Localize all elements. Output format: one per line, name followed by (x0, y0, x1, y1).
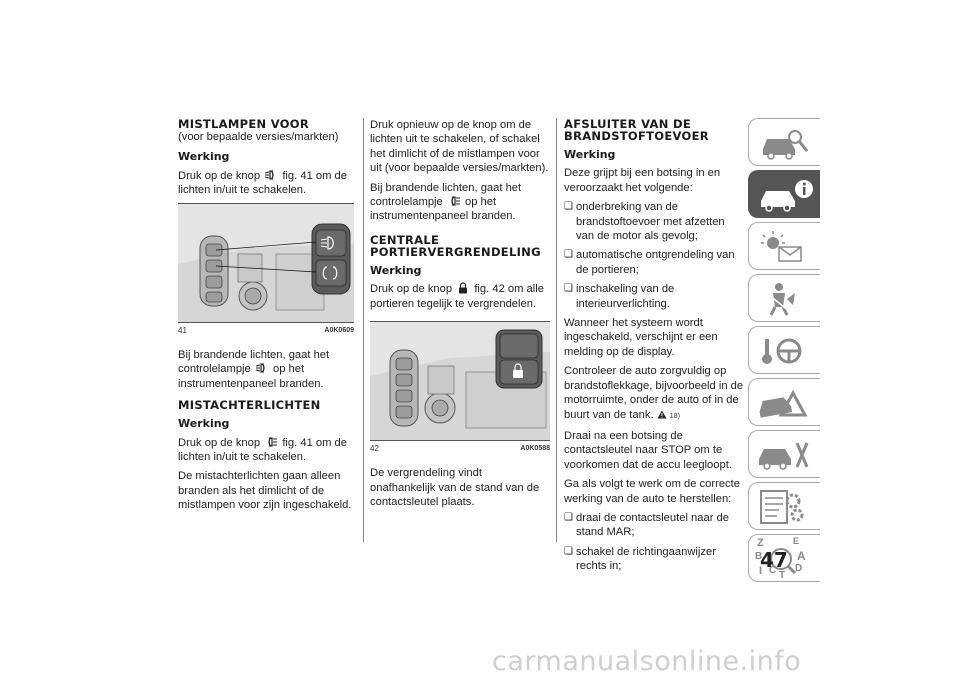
list-item: automatische ontgrendeling van de portie… (564, 248, 744, 277)
rear-fog-light-icon (268, 436, 278, 447)
index-letter: B (755, 551, 763, 562)
paragraph: De mistachterlichten gaan alleen branden… (178, 470, 352, 512)
index-letter: C (769, 565, 777, 576)
paragraph: Bij brandende lichten, gaat het controle… (370, 181, 550, 224)
column-3: AFSLUITER VAN DE BRANDSTOFTOEVOER Werkin… (564, 118, 744, 579)
index-letter: Z (757, 537, 764, 549)
figure-42-illustration (370, 322, 550, 441)
subheading-werking: Werking (370, 263, 422, 277)
column-divider (363, 118, 364, 542)
figure-41-illustration (178, 203, 354, 322)
list-item: draai de contactsleutel naar de stand MA… (564, 511, 744, 540)
figure-code: A0K0588 (520, 445, 550, 453)
chapter-tab-safety[interactable] (748, 274, 820, 322)
text-span: fig. 41 om de lichten in/uit te schakele… (178, 436, 347, 464)
figure-code: A0K0609 (324, 326, 354, 334)
column-2: Druk opnieuw op de knop om de lichten ui… (370, 118, 550, 515)
chapter-tab-starting-driving[interactable] (748, 326, 820, 374)
chapter-tab-technical-data[interactable] (748, 482, 820, 530)
subheading-werking: Werking (178, 417, 230, 431)
figure-number: 42 (370, 444, 379, 454)
figure-caption: 42 A0K0588 (370, 442, 550, 456)
section-title-mistachterlichten: MISTACHTERLICHTEN (178, 398, 321, 413)
index-letter: T (779, 570, 786, 581)
section-subtitle: (voor bepaalde versies/markten) (178, 131, 339, 143)
paragraph: Druk opnieuw op de knop om de lichten ui… (370, 119, 549, 175)
paragraph: Druk op de knop fig. 41 om de lichten in… (178, 436, 354, 465)
figure-42-door-lock-switch (370, 321, 550, 442)
text-span: Druk op de knop (370, 283, 453, 296)
figure-number: 41 (178, 325, 187, 335)
paragraph: De vergrendeling vindt onafhankelijk van… (370, 467, 540, 509)
chapter-tab-index[interactable]: Z E B A C D I T (748, 534, 820, 582)
list-item: schakel de richtingaanwijzer rechts in; (564, 545, 744, 574)
rear-fog-light-icon (451, 195, 460, 207)
paragraph: Deze grijpt bij een botsing in en veroor… (564, 167, 721, 194)
car-warning-triangle-icon (759, 389, 808, 418)
paragraph: Controleer de auto zorgvuldig op brandst… (564, 364, 744, 424)
bullet-list-steps: draai de contactsleutel naar de stand MA… (564, 511, 744, 574)
document-gear-icon (760, 490, 804, 524)
index-letter: A (797, 549, 806, 563)
index-letter: D (795, 563, 803, 574)
index-letter: E (793, 536, 800, 546)
page-number: 47 (760, 548, 788, 572)
column-1: MISTLAMPEN VOOR (voor bepaalde versies/m… (178, 118, 354, 518)
car-search-icon (763, 130, 809, 160)
seatbelt-person-icon (768, 283, 795, 316)
figure-41-dashboard-switches (178, 202, 354, 323)
figure-caption: 41 A0K0609 (178, 324, 354, 338)
section-title-centrale-portiervergrendeling: CENTRALE PORTIERVERGRENDELING (370, 232, 541, 259)
text-span: Druk op de knop (178, 436, 261, 449)
alphabet-index-icon (770, 548, 797, 575)
list-item: inschakeling van de interieurverlichting… (564, 282, 744, 311)
text-span: op het instrumentenpaneel branden. (178, 363, 324, 390)
front-fog-light-icon (255, 363, 265, 374)
car-wrench-icon (759, 442, 809, 470)
padlock-icon (459, 282, 468, 294)
paragraph: Ga als volgt te werk om de correcte werk… (564, 478, 740, 505)
list-item: onderbreking van de brandstoftoevoer met… (564, 200, 744, 243)
bullet-list-effects: onderbreking van de brandstoftoevoer met… (564, 200, 744, 311)
chapter-tab-maintenance[interactable] (748, 430, 820, 478)
car-info-icon (761, 180, 813, 212)
front-fog-light-icon (265, 169, 274, 180)
warning-reference[interactable]: 18) (669, 412, 680, 420)
column-divider (556, 118, 557, 542)
paragraph: Draai na een botsing de contactsleutel n… (564, 429, 732, 471)
chapter-tab-emergency[interactable] (748, 378, 820, 426)
section-title-mistlampen-voor: MISTLAMPEN VOOR (178, 117, 310, 131)
key-steering-wheel-icon (762, 338, 802, 364)
text-span: Bij brandende lichten, gaat het controle… (370, 181, 522, 209)
chapter-tab-knowing-car[interactable] (748, 118, 820, 166)
chapter-tab-car-info[interactable] (748, 170, 820, 218)
paragraph: Bij brandende lichten, gaat het controle… (178, 348, 354, 391)
text-span: op het instrumentenpaneel branden. (370, 196, 516, 223)
section-title-afsluiter-brandstoftoevoer: AFSLUITER VAN DE BRANDSTOFTOEVOER (564, 117, 709, 143)
text-span: Bij brandende lichten, gaat het controle… (178, 349, 330, 376)
paragraph: Wanneer het systeem wordt ingeschakeld, … (564, 317, 718, 358)
text-span: Controleer de auto zorgvuldig op brandst… (564, 365, 744, 421)
chapter-tab-warning-lights[interactable] (748, 222, 820, 270)
index-letter: I (759, 565, 763, 577)
subheading-werking: Werking (178, 150, 230, 164)
paragraph: Druk op de knop fig. 42 om alle portiere… (370, 282, 550, 311)
subheading-werking: Werking (564, 148, 616, 161)
text-span: fig. 42 om alle portieren tegelijk te ve… (370, 283, 544, 310)
paragraph: Druk op de knop fig. 41 om de lichten in… (178, 169, 354, 198)
text-span: Druk op de knop (178, 169, 261, 182)
light-envelope-icon (761, 231, 802, 262)
warning-triangle-icon (657, 410, 667, 418)
watermark: carmanualsonline.info (492, 646, 802, 677)
text-span: fig. 41 om de lichten in/uit te schakele… (178, 169, 347, 197)
